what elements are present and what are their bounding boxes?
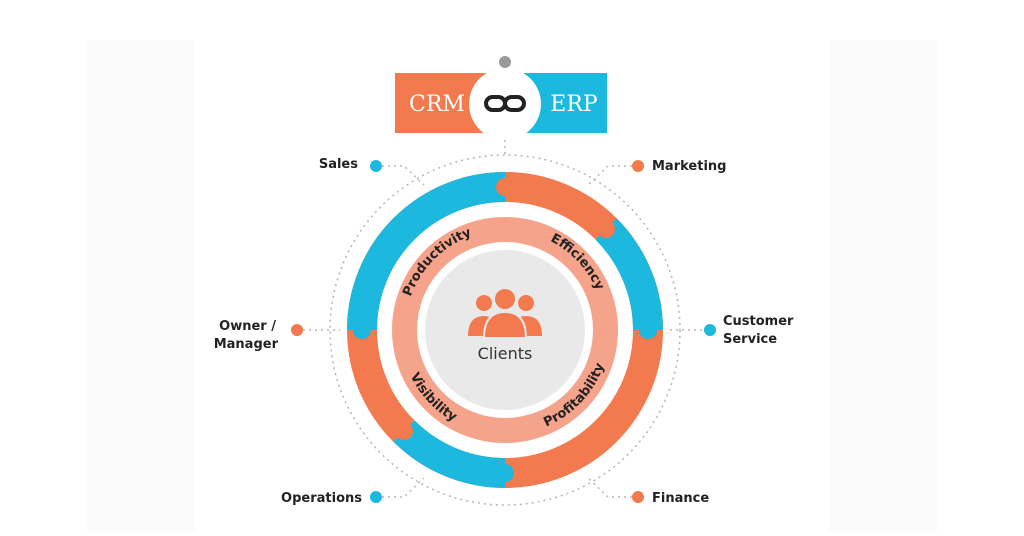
owner-dot xyxy=(291,324,303,336)
notch-right xyxy=(639,321,657,339)
center-label: Clients xyxy=(478,344,533,363)
sales-dot xyxy=(370,160,382,172)
notch-right-upper xyxy=(597,220,615,238)
erp-label: ERP xyxy=(550,92,598,117)
operations-dot xyxy=(370,491,382,503)
notch-top xyxy=(496,178,514,196)
marketing-dot xyxy=(632,160,644,172)
label-owner-line2: Manager xyxy=(214,337,279,352)
label-customer-line2: Service xyxy=(723,332,777,347)
crm-label: CRM xyxy=(409,92,465,117)
notch-bottom xyxy=(496,464,514,482)
outer-ring-segment-bottom-left xyxy=(393,420,506,488)
link-icon xyxy=(484,95,526,112)
finance-dot xyxy=(632,491,644,503)
notch-bottom-left xyxy=(395,422,413,440)
connector-marketing xyxy=(587,165,638,186)
crm-erp-badge: CRM ERP xyxy=(395,56,607,140)
label-finance: Finance xyxy=(652,491,709,506)
label-operations: Operations xyxy=(281,491,362,506)
people-icon xyxy=(468,287,542,339)
puzzle-notches xyxy=(353,178,657,482)
top-dot xyxy=(499,56,511,68)
department-dots xyxy=(291,160,716,503)
customer-service-dot xyxy=(704,324,716,336)
outer-dotted-circle xyxy=(329,154,681,506)
connector-finance xyxy=(587,477,638,498)
outer-ring-segment-right xyxy=(595,218,663,331)
connector-sales xyxy=(376,165,425,186)
label-sales: Sales xyxy=(319,157,358,172)
label-marketing: Marketing xyxy=(652,159,726,174)
notch-left xyxy=(353,321,371,339)
label-owner-line1: Owner / xyxy=(219,319,276,334)
outer-ring-segment-top-left xyxy=(347,172,506,331)
label-customer-line1: Customer xyxy=(723,314,794,329)
